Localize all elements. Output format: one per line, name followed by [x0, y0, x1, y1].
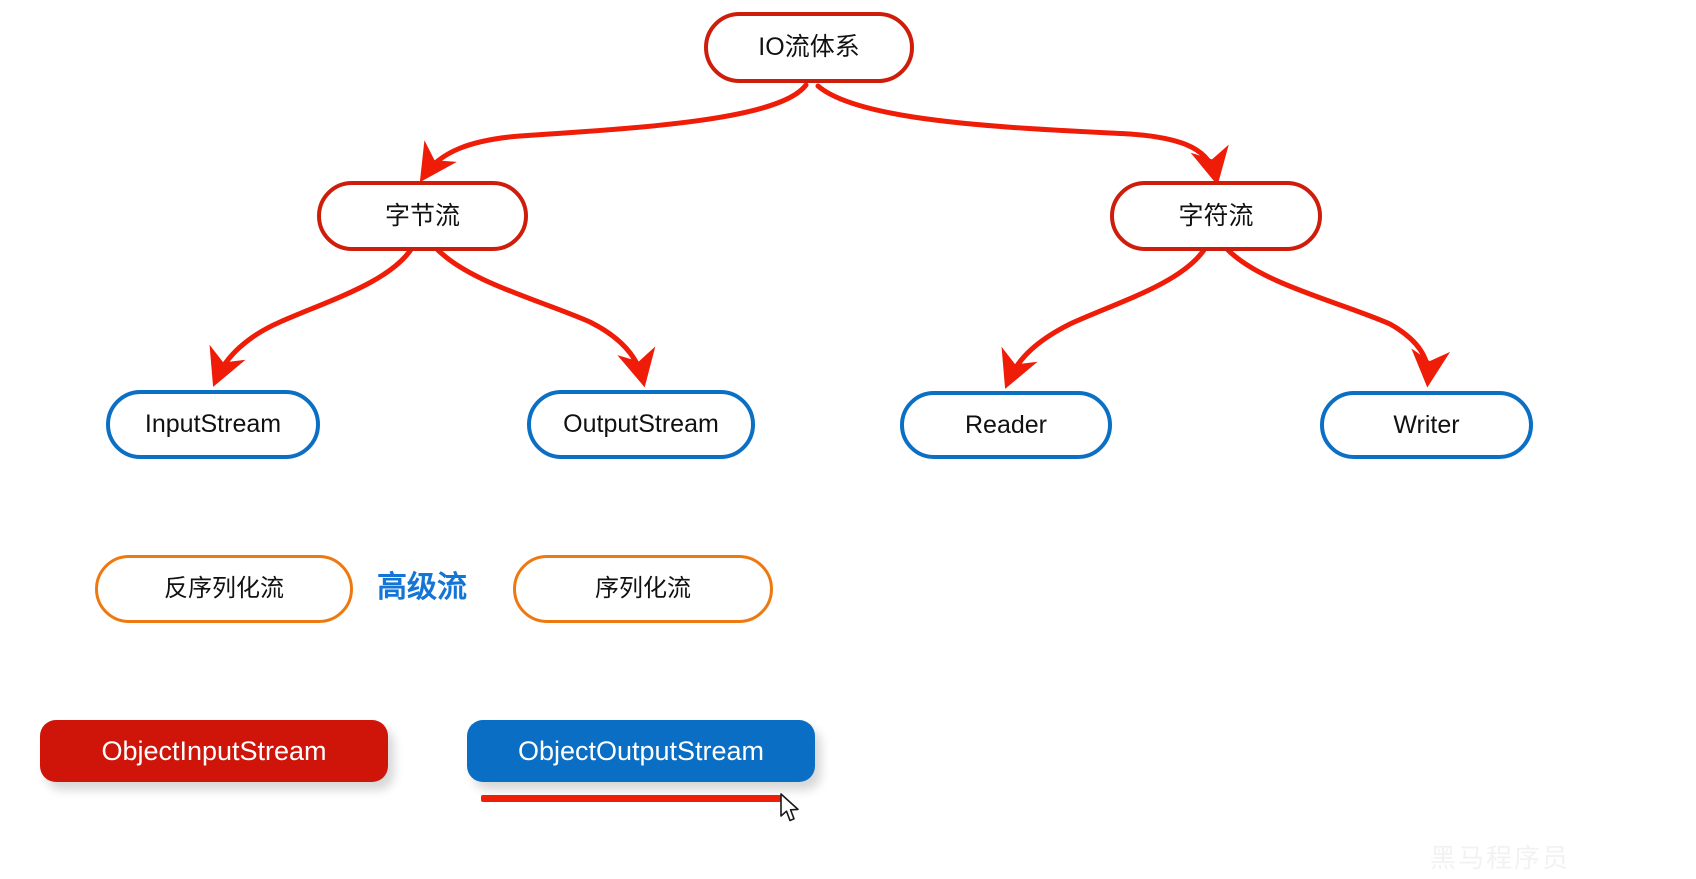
- node-writer[interactable]: Writer: [1320, 391, 1533, 459]
- node-deserialization-stream[interactable]: 反序列化流: [95, 555, 353, 623]
- node-inputstream[interactable]: InputStream: [106, 390, 320, 459]
- node-label: Writer: [1393, 410, 1460, 439]
- pill-objectinputstream[interactable]: ObjectInputStream: [40, 720, 388, 782]
- emphasis-underline: [481, 795, 781, 802]
- node-label: InputStream: [144, 410, 282, 438]
- node-label: 序列化流: [595, 575, 691, 602]
- node-label: 反序列化流: [164, 575, 284, 602]
- node-serialization-stream[interactable]: 序列化流: [513, 555, 773, 623]
- node-label: IO流体系: [758, 33, 860, 61]
- pill-label: ObjectInputStream: [101, 735, 327, 766]
- node-reader[interactable]: Reader: [900, 391, 1112, 459]
- watermark-label: 黑马程序员: [1430, 843, 1571, 873]
- node-io-stream-root[interactable]: IO流体系: [704, 12, 914, 83]
- node-byte-stream[interactable]: 字节流: [317, 181, 528, 251]
- node-label: 字符流: [1178, 201, 1254, 230]
- advanced-stream-text: 高级流: [377, 571, 467, 604]
- watermark-text: 黑马程序员: [1430, 845, 1570, 871]
- node-label: 字节流: [384, 201, 460, 230]
- node-label: Reader: [965, 410, 1047, 439]
- advanced-stream-label: 高级流: [377, 573, 467, 603]
- node-character-stream[interactable]: 字符流: [1110, 181, 1322, 251]
- pill-label: ObjectOutputStream: [517, 735, 765, 766]
- node-label: OutputStream: [563, 410, 719, 438]
- pill-objectoutputstream[interactable]: ObjectOutputStream: [467, 720, 815, 782]
- node-outputstream[interactable]: OutputStream: [527, 390, 755, 459]
- mouse-cursor: [780, 793, 799, 822]
